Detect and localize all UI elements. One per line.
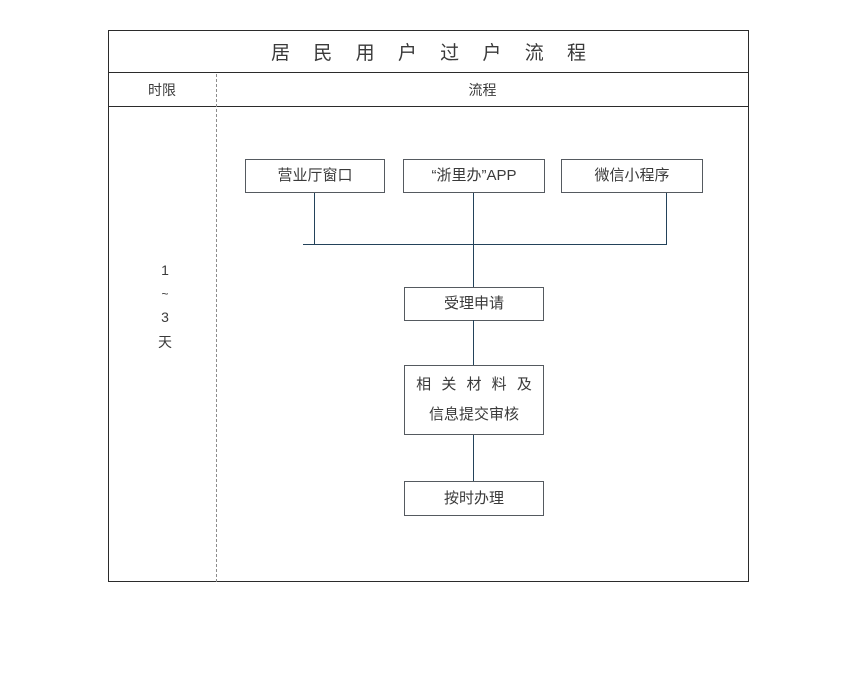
flow-node-label-line2: 信息提交审核 [428, 406, 519, 423]
flow-node-service-hall[interactable]: 营业厅窗口 [245, 159, 385, 193]
connector-miniprogram-down [666, 193, 667, 245]
connector-accept-to-materials [473, 320, 474, 365]
table-header-row: 时限 流程 [108, 73, 749, 107]
duration-value: 1 ~ 3 天 [130, 258, 200, 355]
connector-merge-to-accept [473, 244, 474, 287]
column-header-flow: 流程 [468, 81, 497, 98]
connector-materials-to-ontime [473, 435, 474, 481]
duration-separator: ~ [161, 287, 169, 301]
flow-node-label: “浙里办”APP [431, 167, 517, 184]
flow-node-materials-review[interactable]: 相 关 材 料 及 信息提交审核 [404, 365, 544, 435]
flow-node-label: 营业厅窗口 [277, 167, 353, 184]
duration-unit: 天 [158, 334, 172, 350]
flow-node-process-on-time[interactable]: 按时办理 [404, 481, 544, 516]
flow-node-zhejiang-app[interactable]: “浙里办”APP [403, 159, 545, 193]
flow-node-accept-application[interactable]: 受理申请 [404, 287, 544, 321]
duration-from: 1 [161, 262, 169, 278]
flow-node-label: 受理申请 [443, 295, 504, 312]
connector-merge-bar [303, 244, 667, 245]
column-divider-dashed [216, 74, 217, 582]
title-row: 居 民 用 户 过 户 流 程 [108, 30, 749, 73]
column-header-time-limit: 时限 [148, 81, 176, 98]
flow-node-wechat-miniprogram[interactable]: 微信小程序 [561, 159, 703, 193]
flow-node-label: 按时办理 [443, 489, 504, 507]
flow-node-label-line1: 相 关 材 料 及 [416, 376, 535, 393]
page-title: 居 民 用 户 过 户 流 程 [271, 42, 595, 64]
connector-app-down [473, 193, 474, 245]
flow-node-label: 微信小程序 [594, 167, 670, 184]
connector-hall-down [314, 193, 315, 245]
duration-to: 3 [161, 309, 169, 325]
